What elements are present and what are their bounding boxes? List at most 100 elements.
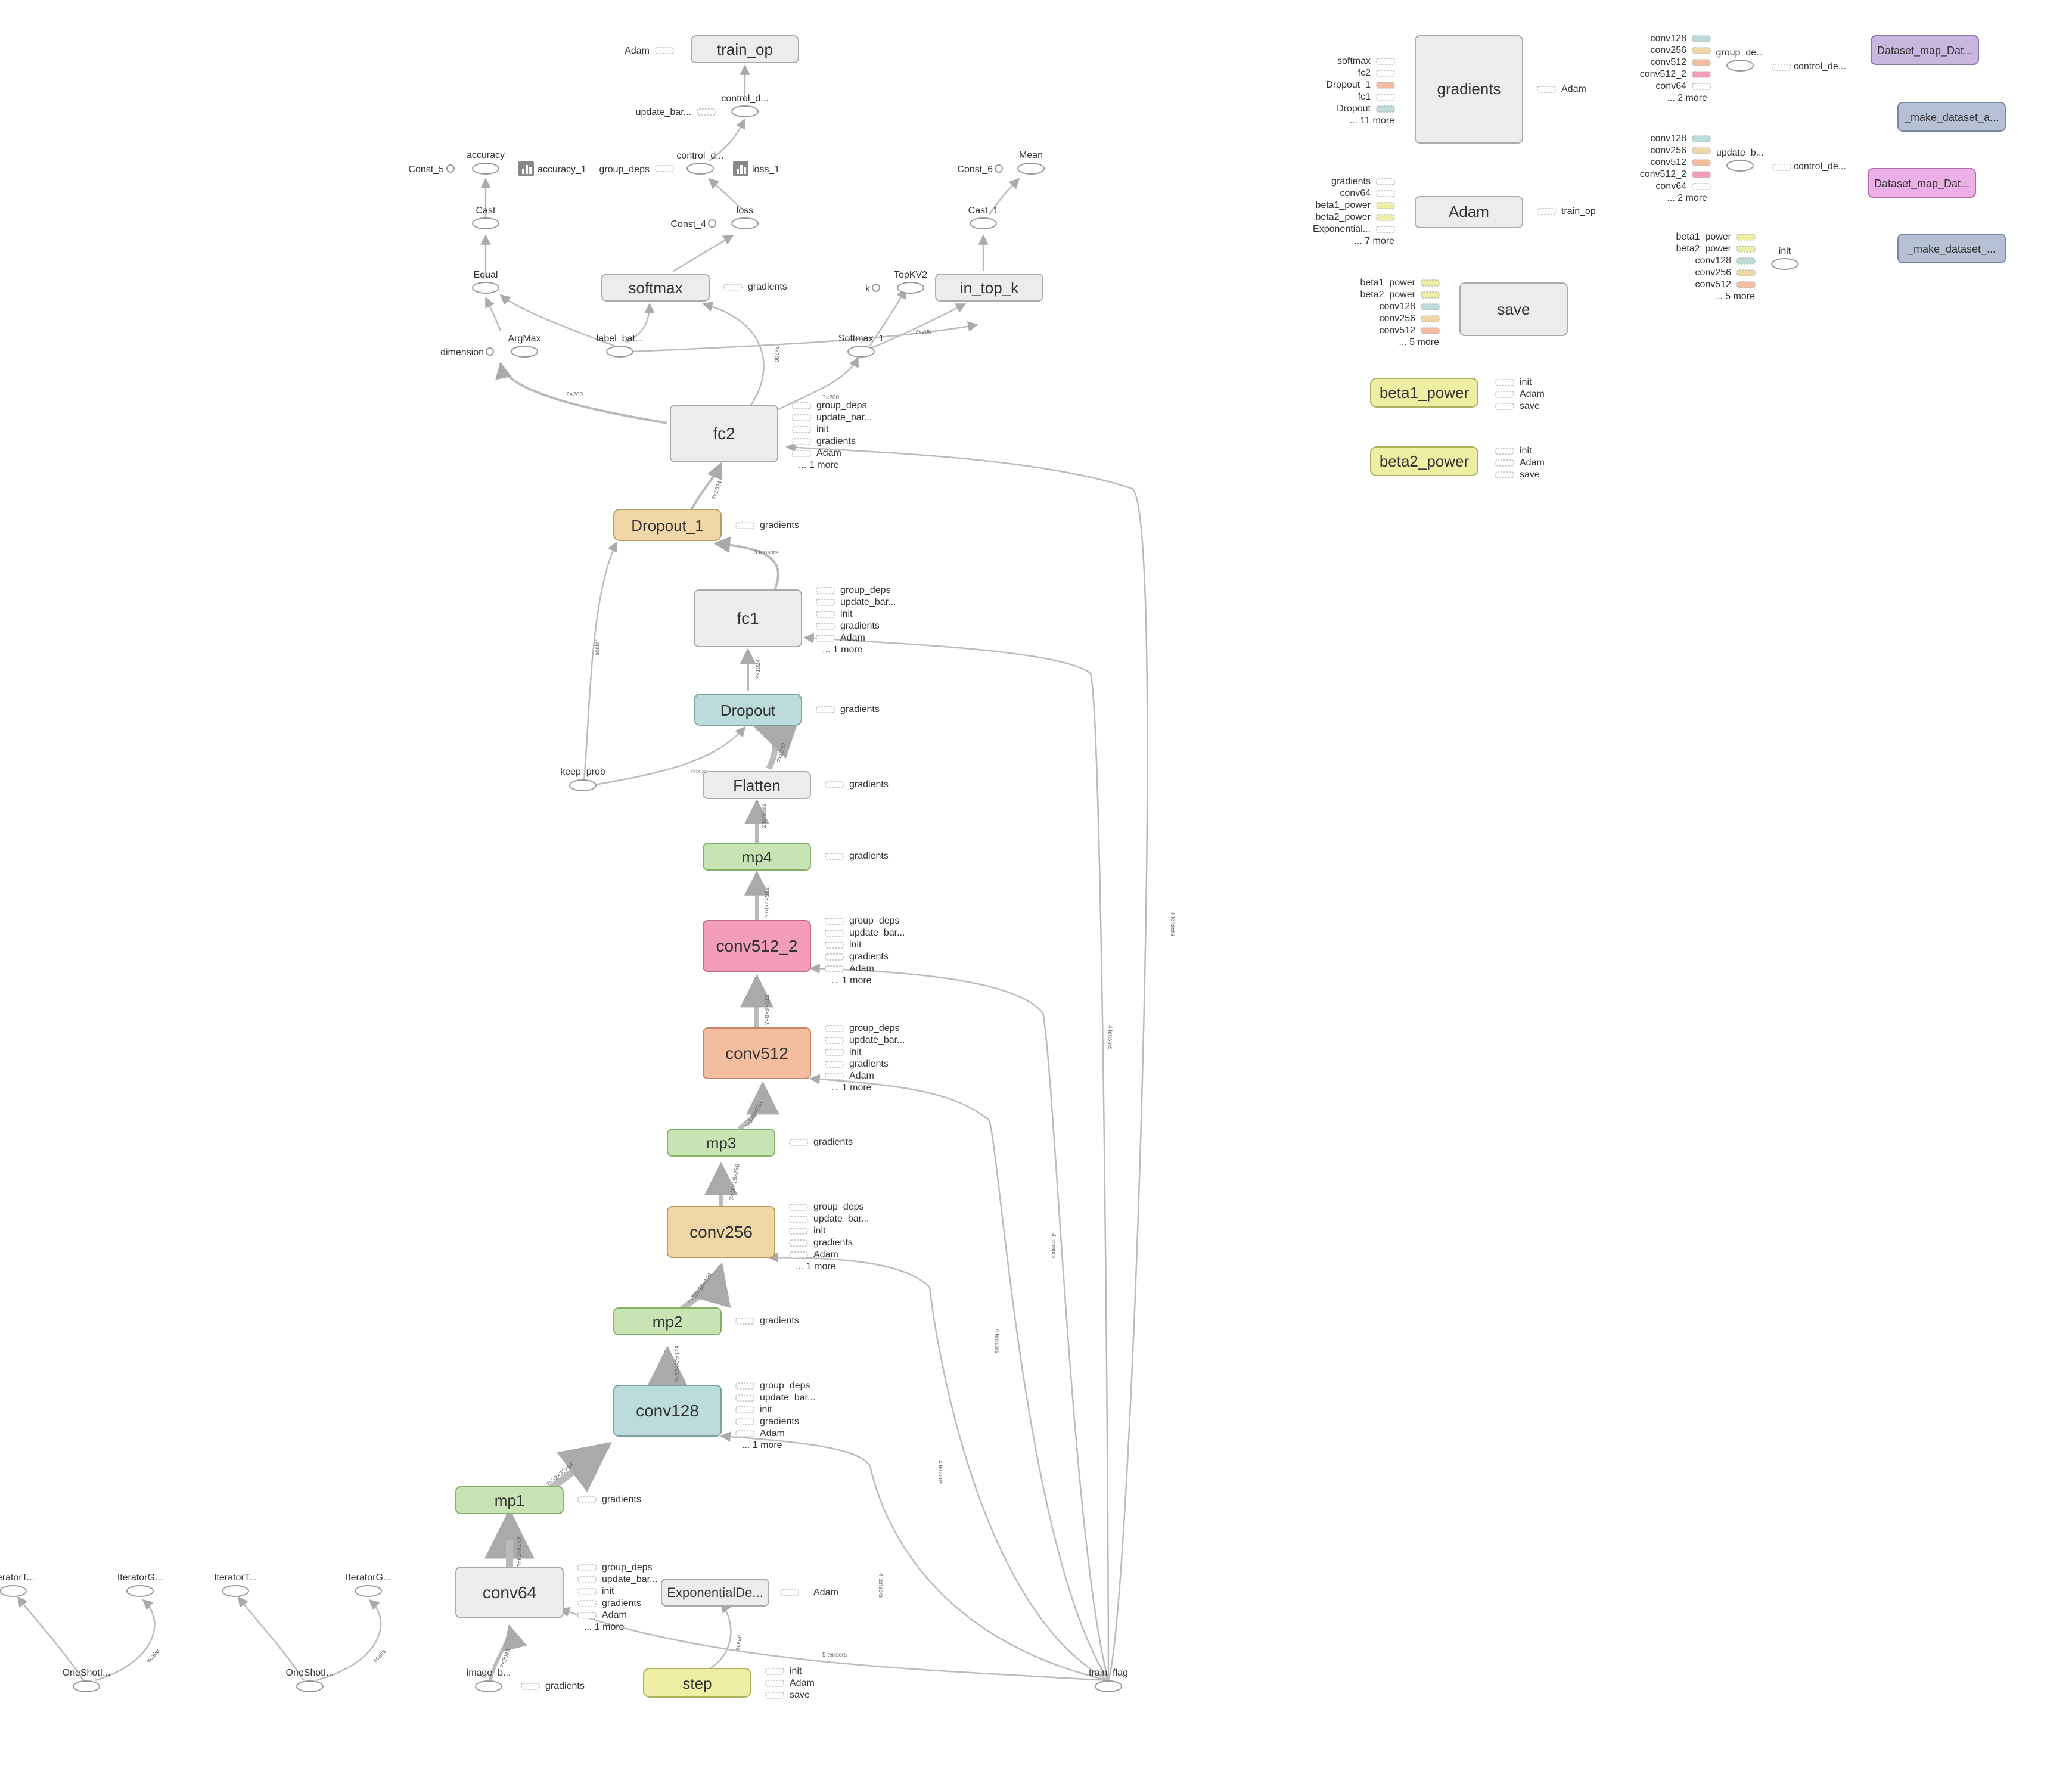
node-conv128[interactable] [613,1385,722,1437]
node-flatten-label: Flatten [733,776,781,794]
op-accuracy[interactable] [472,163,499,175]
aux-gradients-dropout1: Dropout_1 [1326,80,1371,90]
edge-label-trainflag-fc2: 4 tensors [1169,912,1176,936]
edge-cast1-mean [988,178,1020,215]
label-topkv2: TopKV2 [894,270,927,280]
edge-fc2-softmax [702,301,765,406]
op-iteratort1[interactable] [0,1585,27,1597]
aux-update_b-more: ... 2 more [1667,193,1707,203]
aux-beta1-adam: Adam [1520,389,1545,399]
label-update_bar: update_bar... [636,107,691,117]
op-cast[interactable] [472,217,499,229]
node-make_dataset_1[interactable] [1897,102,2006,132]
node-conv512[interactable] [703,1027,811,1079]
node-save[interactable] [1459,282,1568,336]
edge-label-trainflag-conv128: 4 tensors [877,1573,884,1598]
op-dimension[interactable] [486,347,494,356]
op-oneshot1[interactable] [73,1680,100,1692]
edge-trainflag-conv512_2 [809,963,1110,1681]
edge-trainflag-conv64 [559,1607,1109,1682]
op-iteratorg1[interactable] [126,1585,154,1597]
aux-beta1-save: save [1520,401,1540,411]
aux-group_de-more: ... 2 more [1667,93,1707,103]
edge-softmax-loss [673,234,734,272]
aux-save-beta2: beta2_power [1360,290,1415,300]
op-cast_1[interactable] [970,217,997,229]
node-mp1[interactable] [455,1486,564,1514]
op-loss[interactable] [731,217,759,229]
op-control_d1[interactable] [731,105,759,117]
node-flatten[interactable] [703,771,811,799]
node-dataset_map_2[interactable] [1868,168,1976,198]
op-oneshot2[interactable] [296,1680,324,1692]
edge-label-trainflag-fc1: 4 tensors [1107,1025,1113,1049]
node-in_top_k[interactable] [935,274,1043,302]
op-argmax[interactable] [511,346,538,358]
node-beta2_power[interactable] [1370,446,1478,476]
op-mean[interactable] [1017,163,1045,175]
node-exponentialde-label: ExponentialDe... [667,1585,763,1600]
label-iteratorg1: IteratorG... [117,1573,163,1583]
node-make_dataset_2[interactable] [1897,234,2006,263]
label-image_b: image_b... [467,1668,511,1678]
node-softmax[interactable] [601,274,710,302]
label-iteratorg2: IteratorG... [346,1573,391,1583]
aux-conv512-init: init [849,1047,862,1057]
node-conv256[interactable] [667,1206,775,1258]
aux-update_b-conv512_2: conv512_2 [1640,169,1686,179]
main-nodes[interactable]: train_op softmax in_top_k fc2 Dropout_1 … [455,35,2006,1698]
node-dropout_1[interactable] [613,509,722,541]
node-train_op[interactable] [691,35,799,63]
op-const_4[interactable] [708,219,716,228]
node-conv512_2[interactable] [703,920,811,972]
aux-group_de-conv64: conv64 [1655,81,1686,91]
node-step[interactable] [643,1668,751,1698]
op-softmax_1[interactable] [847,346,875,358]
op-init_right[interactable] [1771,258,1798,270]
node-dropout[interactable] [694,694,802,726]
aux-update_b-conv512: conv512 [1651,157,1687,167]
op-train_flag[interactable] [1095,1680,1122,1692]
op-iteratorg2[interactable] [355,1585,382,1597]
node-gradients[interactable] [1415,35,1523,144]
op-keep_prob[interactable] [569,779,597,791]
label-init_right: init [1779,246,1791,256]
op-nodes[interactable] [0,60,1798,1692]
aux-update_b-conv256: conv256 [1651,145,1687,156]
op-image_b[interactable] [475,1680,502,1692]
node-adam[interactable] [1415,196,1523,228]
edge-label-mp3-conv512: ?×8×8×256 [744,1101,765,1130]
node-conv256-label: conv256 [689,1223,753,1241]
aux-gradients-fc1: fc1 [1358,92,1371,102]
node-fc1[interactable] [694,589,802,647]
edge-label-softmax [625,303,655,344]
aux-conv256-more: ... 1 more [796,1261,836,1272]
aux-softmax-gradients: gradients [748,282,787,292]
node-dataset_map_1[interactable] [1871,35,1979,65]
node-mp3[interactable] [667,1129,775,1157]
label-equal: Equal [474,270,498,280]
aux-fc1-init: init [840,609,853,619]
op-k[interactable] [872,284,880,292]
edge-oneshot1-iteratort1 [17,1596,85,1681]
node-beta1_power[interactable] [1370,378,1478,408]
op-topkv2[interactable] [897,282,924,294]
aux-exponential-adam: Adam [813,1587,838,1598]
aux-beta2-init: init [1520,446,1532,456]
op-iteratort2[interactable] [222,1585,249,1597]
op-const_6[interactable] [995,164,1003,173]
op-group_de_right[interactable] [1726,60,1754,72]
aux-gradients-softmax: softmax [1337,56,1371,66]
op-update_b_right[interactable] [1726,160,1754,172]
op-control_d2[interactable] [686,163,714,175]
op-label_bat[interactable] [606,346,633,358]
node-mp2[interactable] [613,1307,722,1335]
node-conv64[interactable] [455,1567,564,1618]
op-equal[interactable] [472,282,499,294]
node-mp4[interactable] [703,843,811,871]
op-const_5[interactable] [446,164,455,173]
node-exponentialde[interactable] [661,1579,769,1607]
edge-label-conv512_2-mp4: ?×4×4×512 [764,887,771,918]
node-fc2[interactable] [670,405,778,462]
node-dropout-label: Dropout [720,701,776,719]
